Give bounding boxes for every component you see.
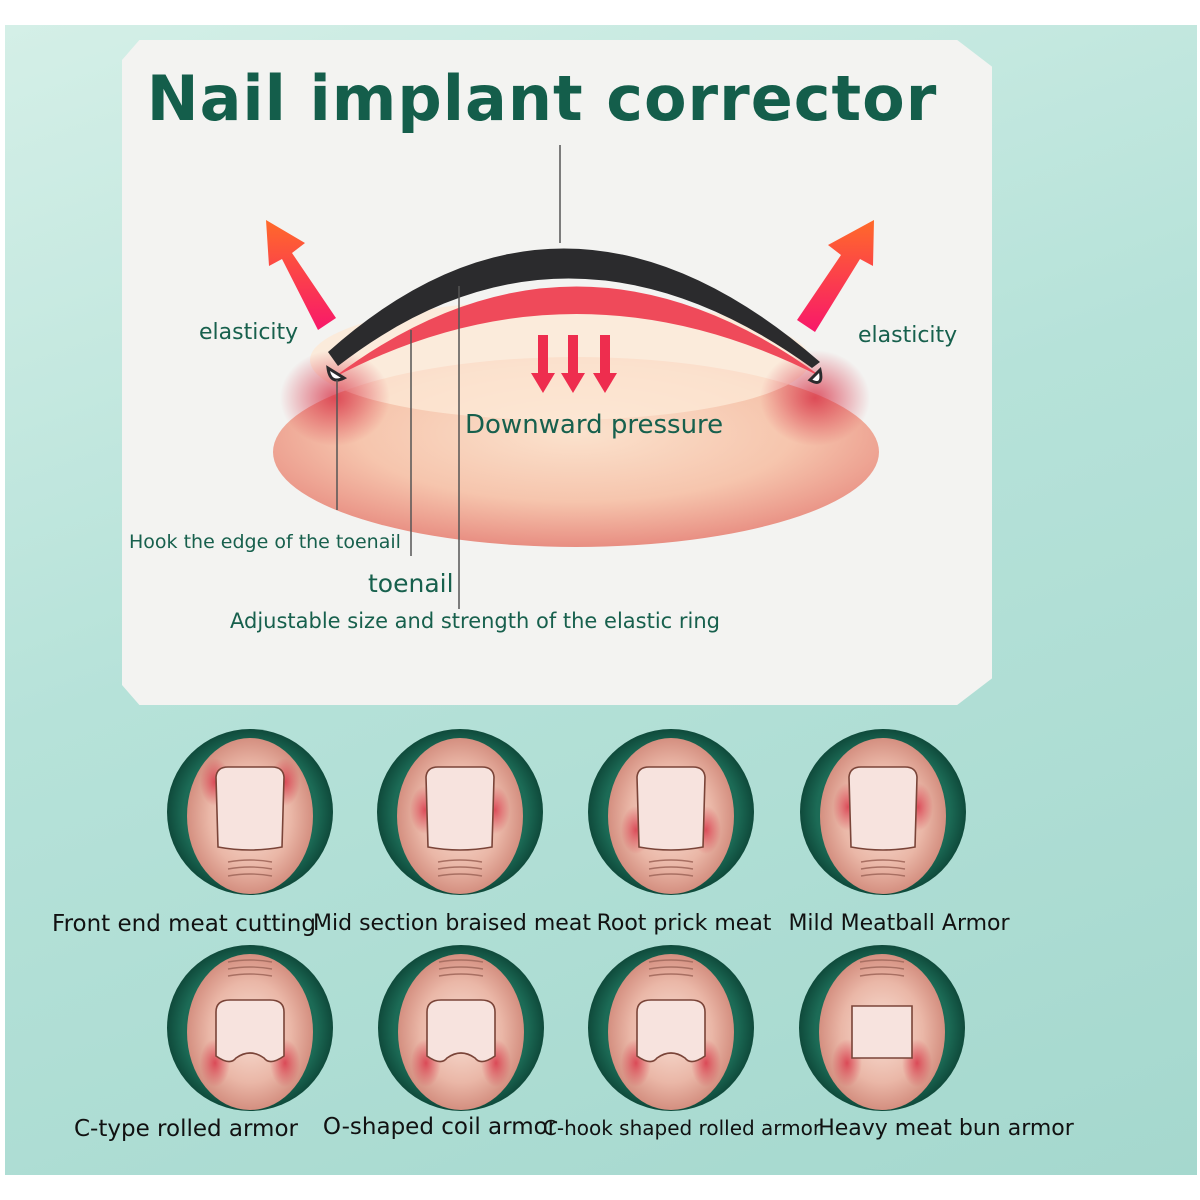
nail-icon-heavy-meat-bun <box>799 945 965 1111</box>
nail-icon-mild-meatball <box>800 729 966 895</box>
nail-type-icons <box>167 729 966 1111</box>
type-label-8: Heavy meat bun armor <box>818 1116 1074 1141</box>
type-label-3: Root prick meat <box>596 911 772 936</box>
downward-pressure-arrows <box>531 335 617 393</box>
corrector-band <box>328 248 820 368</box>
elasticity-arrow-right <box>797 220 874 332</box>
toenail-shape <box>333 286 823 378</box>
nail-icon-front-end-cutting <box>167 729 333 895</box>
leader-lines <box>336 145 561 609</box>
type-label-5: C-type rolled armor <box>74 1116 298 1142</box>
elasticity-label-right: elasticity <box>858 323 958 348</box>
type-label-6: O-shaped coil armor <box>322 1114 558 1140</box>
toenail-label: toenail <box>368 569 454 598</box>
nail-icon-root-prick <box>588 729 754 895</box>
toe-cross-section <box>273 300 879 547</box>
type-label-4: Mild Meatball Armor <box>788 911 1010 936</box>
hook-label: Hook the edge of the toenail <box>129 531 401 553</box>
pressure-label: Downward pressure <box>465 410 724 440</box>
type-label-2: Mid section braised meat <box>313 911 591 936</box>
adjustable-label: Adjustable size and strength of the elas… <box>230 609 720 633</box>
type-label-7: C-hook shaped rolled armor <box>542 1116 822 1140</box>
nail-icon-c-hook-rolled <box>588 945 754 1111</box>
corrector-hooks <box>326 365 823 384</box>
nail-icon-mid-section-braised <box>377 729 543 895</box>
nail-icon-c-type-rolled <box>167 945 333 1111</box>
page-title: Nail implant corrector <box>146 62 938 135</box>
nail-icon-o-shaped-coil <box>378 945 544 1111</box>
elasticity-arrow-left <box>266 220 336 330</box>
type-label-1: Front end meat cutting <box>52 911 316 937</box>
elasticity-label-left: elasticity <box>199 320 299 345</box>
